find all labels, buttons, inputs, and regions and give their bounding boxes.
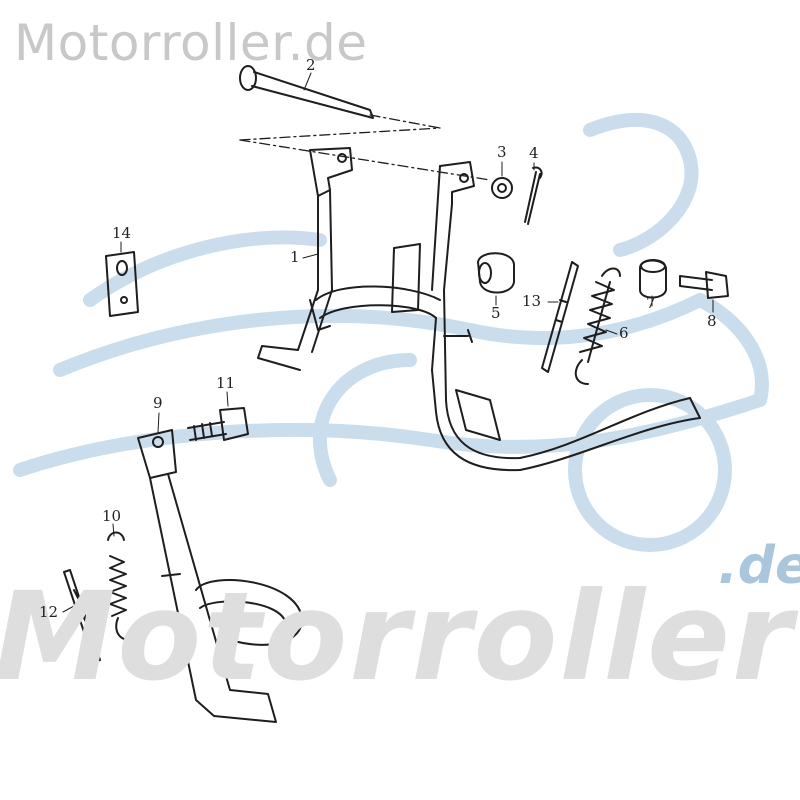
drawing-lines [62, 65, 729, 723]
leader-10 [112, 523, 115, 537]
assembly-line-lower [239, 139, 491, 181]
callout-9: 9 [153, 394, 163, 412]
leader-11 [226, 391, 229, 407]
callout-7: 7 [646, 294, 656, 312]
pivot-pin [239, 65, 374, 119]
callout-5: 5 [491, 304, 501, 322]
side-spring-plate [63, 569, 101, 663]
callout-14: 14 [112, 224, 132, 242]
spring-plate [541, 261, 579, 373]
rubber-bumper [477, 252, 515, 294]
main-stand [257, 147, 701, 472]
leader-6 [605, 329, 618, 335]
callout-2: 2 [306, 56, 316, 74]
callout-4: 4 [529, 144, 539, 162]
callout-3: 3 [497, 143, 507, 161]
callout-11: 11 [216, 374, 236, 392]
callout-8: 8 [707, 312, 717, 330]
assembly-line-pin [369, 114, 441, 129]
watermark-big: Motorroller [0, 566, 795, 708]
callout-1: 1 [290, 248, 300, 266]
callout-6: 6 [619, 324, 629, 342]
side-stand-bolt [187, 407, 249, 441]
side-stand [137, 429, 303, 723]
leader-1 [302, 253, 319, 259]
assembly-line-upper [239, 127, 441, 141]
stopper-plate [105, 251, 139, 317]
bolt [679, 271, 729, 299]
leader-12 [62, 605, 75, 613]
leader-2 [303, 72, 312, 91]
callout-12: 12 [39, 603, 59, 621]
watermark-top: Motorroller.de [14, 14, 368, 72]
callout-13: 13 [522, 292, 542, 310]
washer [491, 177, 513, 199]
watermark-domain: .de [718, 536, 800, 596]
main-stand-spring [574, 267, 621, 385]
split-pin [524, 166, 543, 225]
scooter-watermark-logo [13, 113, 769, 552]
bushing [639, 259, 667, 299]
callout-10: 10 [102, 507, 122, 525]
side-stand-spring [107, 531, 135, 641]
leader-9 [157, 412, 160, 433]
